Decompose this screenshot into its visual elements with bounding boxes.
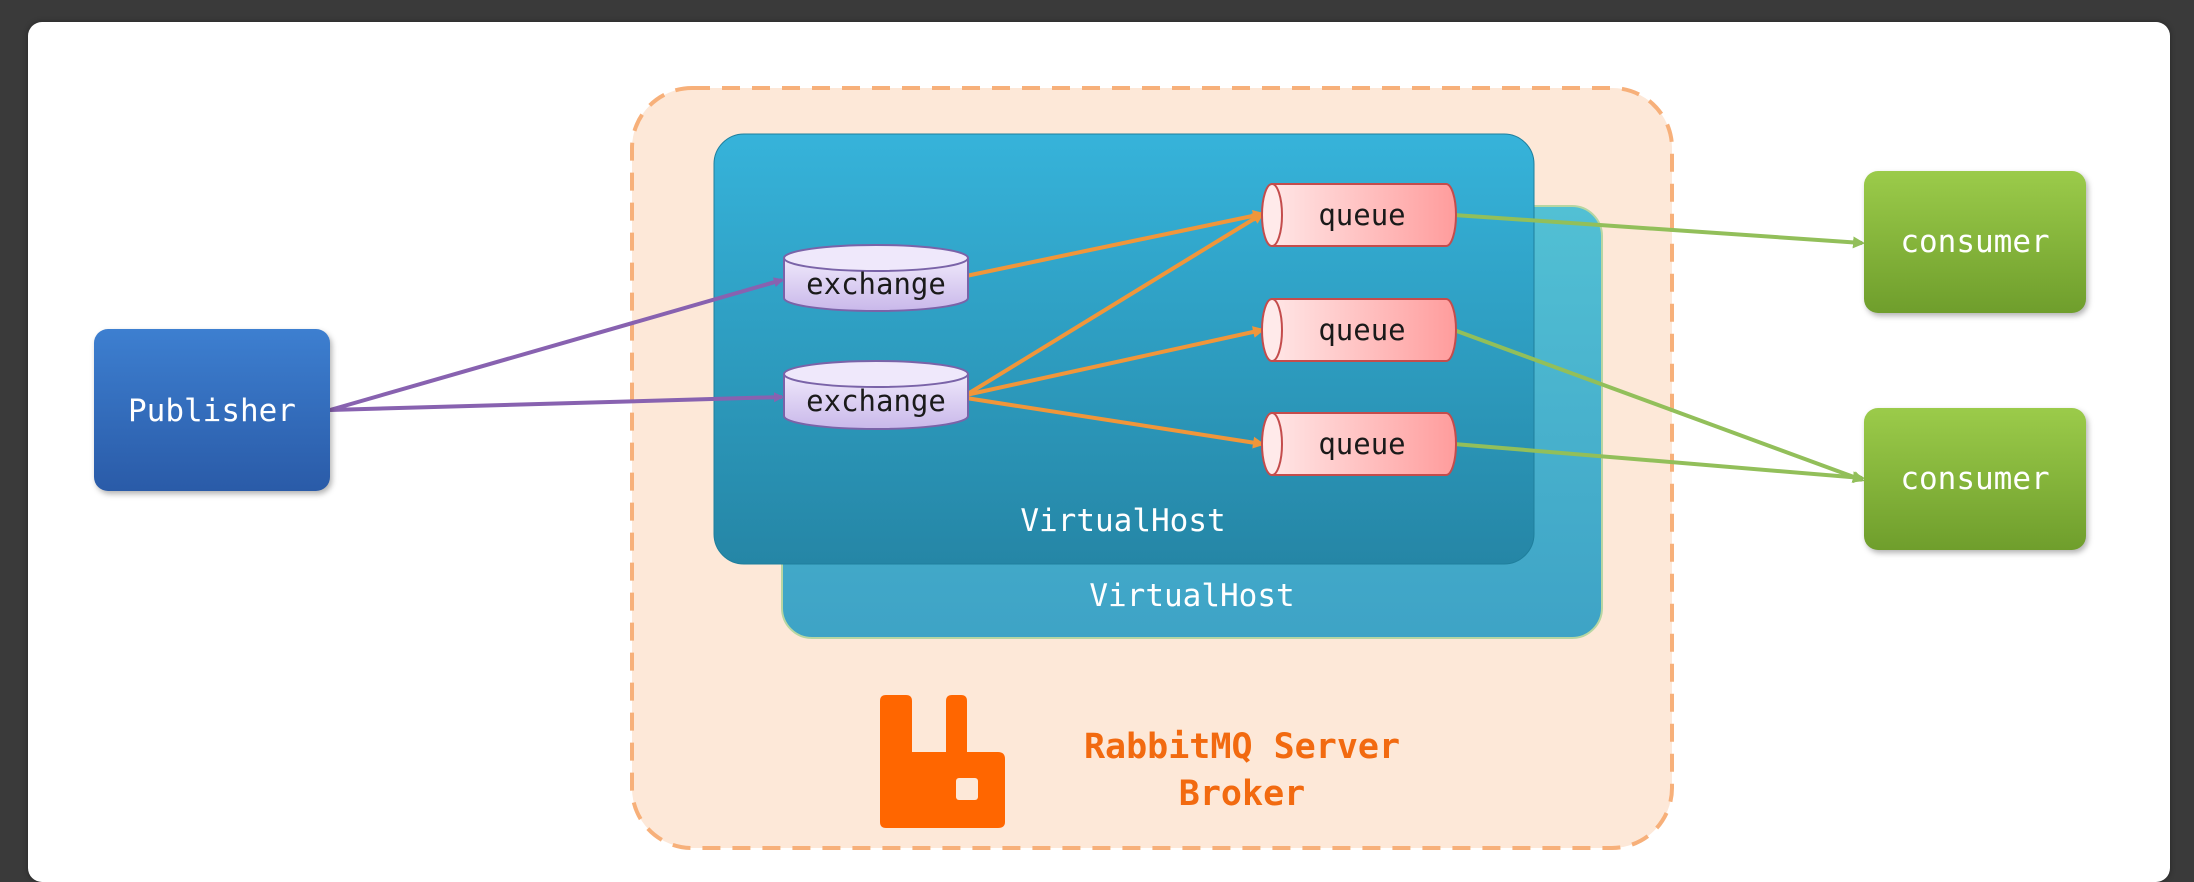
arrow-queue3-to-consumer2 <box>1453 442 1865 484</box>
consumer-2-label: consumer <box>1900 461 2049 497</box>
publisher-box <box>94 329 330 491</box>
exchange-1-body <box>783 258 969 312</box>
queue-node-3: queue <box>1261 412 1457 476</box>
broker-title-line1: RabbitMQ Server <box>1084 727 1400 767</box>
arrow-queue1-to-consumer1 <box>1453 213 1865 249</box>
arrow-exchange2-to-queue2 <box>965 326 1265 397</box>
rabbitmq-logo-icon <box>880 695 1005 828</box>
queue-1-body <box>1271 183 1457 247</box>
queue-3-label: queue <box>1318 427 1405 461</box>
queue-3-end <box>1261 412 1283 476</box>
queue-1-end <box>1261 183 1283 247</box>
queue-2-label: queue <box>1318 313 1405 347</box>
arrow-publisher-to-exchange-2 <box>329 392 784 412</box>
arrow-publisher-to-exchange-1 <box>329 277 784 412</box>
queue-2-body <box>1271 298 1457 362</box>
exchange-arrows <box>964 209 1265 449</box>
consumer-1-label: consumer <box>1900 224 2049 260</box>
queue-arrows <box>1453 213 1865 484</box>
diagram-canvas: VirtualHost VirtualHost Publisher <box>28 22 2170 882</box>
exchange-2-body <box>783 374 969 430</box>
publisher-node: Publisher <box>94 329 330 491</box>
queue-node-2: queue <box>1261 298 1457 362</box>
architecture-diagram: VirtualHost VirtualHost Publisher <box>94 86 2086 850</box>
publisher-arrows <box>329 277 784 412</box>
consumer-2-box <box>1864 408 2086 550</box>
exchange-node-2: exchange <box>783 360 969 430</box>
exchange-node-1: exchange <box>783 244 969 312</box>
arrow-exchange2-to-queue3 <box>965 396 1265 449</box>
consumer-node-1: consumer <box>1864 171 2086 313</box>
virtualhost-back-label: VirtualHost <box>1089 578 1294 614</box>
consumer-1-box <box>1864 171 2086 313</box>
queue-3-body <box>1271 412 1457 476</box>
broker-title-line2: Broker <box>1179 774 1305 814</box>
exchange-2-label: exchange <box>806 384 946 418</box>
publisher-label: Publisher <box>128 393 296 429</box>
rabbitmq-logo-hole <box>956 778 978 800</box>
queue-1-label: queue <box>1318 198 1405 232</box>
arrow-exchange2-to-queue1 <box>964 212 1265 397</box>
arrow-exchange1-to-queue1 <box>965 209 1265 278</box>
consumer-node-2: consumer <box>1864 408 2086 550</box>
exchange-1-label: exchange <box>806 267 946 301</box>
exchange-1-top <box>783 244 969 272</box>
queue-2-end <box>1261 298 1283 362</box>
queue-node-1: queue <box>1261 183 1457 247</box>
arrow-queue2-to-consumer2 <box>1453 328 1865 483</box>
virtualhost-front-label: VirtualHost <box>1020 503 1225 539</box>
exchange-2-top <box>783 360 969 388</box>
